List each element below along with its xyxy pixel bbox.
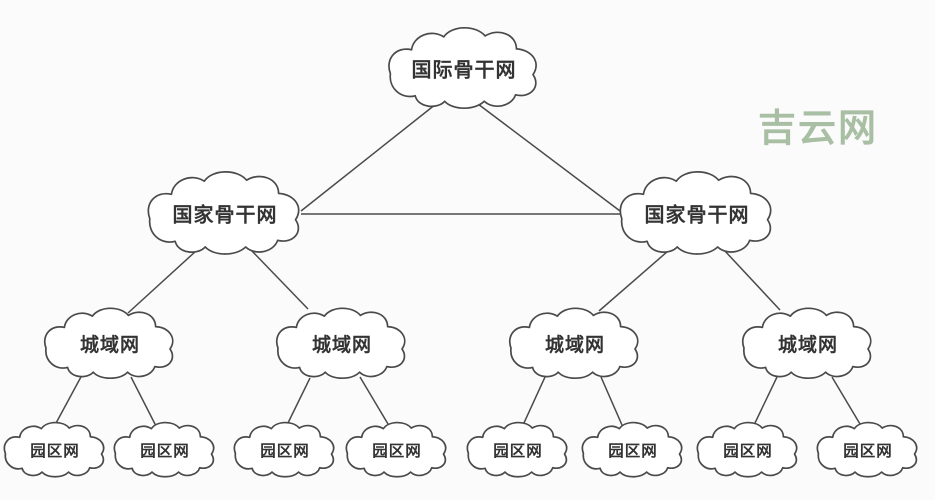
node-campus-network-8: 园区网 <box>816 422 918 478</box>
edge-metro-2-campus-4 <box>359 376 389 425</box>
edge-metro-1-campus-1 <box>54 374 83 426</box>
edge-metro-4-campus-7 <box>753 376 778 426</box>
node-label: 园区网 <box>493 442 543 460</box>
node-campus-network-7: 园区网 <box>696 422 798 478</box>
edge-metro-3-campus-6 <box>600 376 623 426</box>
node-label: 城域网 <box>312 333 372 356</box>
node-metro-network-4: 城域网 <box>742 307 872 379</box>
edge-national-right-metro-4 <box>723 249 781 311</box>
node-label: 城域网 <box>80 333 140 356</box>
node-label: 园区网 <box>140 442 190 460</box>
node-label: 城域网 <box>545 333 605 356</box>
edge-national-left-metro-1 <box>127 250 197 314</box>
node-label: 国家骨干网 <box>645 202 750 226</box>
watermark: 吉云网 <box>758 108 878 150</box>
edge-metro-3-campus-5 <box>522 376 546 426</box>
edge-international-national-right <box>477 103 621 212</box>
edge-national-right-metro-3 <box>598 250 669 312</box>
node-metro-network-2: 城域网 <box>276 307 406 379</box>
node-campus-network-3: 园区网 <box>233 422 335 478</box>
node-label: 园区网 <box>260 442 310 460</box>
edge-metro-2-campus-3 <box>286 377 311 426</box>
edge-international-national-left <box>300 103 437 212</box>
edge-metro-4-campus-8 <box>831 376 861 425</box>
node-label: 园区网 <box>608 442 658 460</box>
edge-national-left-metro-2 <box>250 249 309 310</box>
connection-lines <box>54 103 861 427</box>
node-label: 园区网 <box>30 442 80 460</box>
node-label: 园区网 <box>372 442 422 460</box>
node-campus-network-4: 园区网 <box>345 422 447 478</box>
node-label: 园区网 <box>723 442 773 460</box>
node-campus-network-5: 园区网 <box>466 422 568 478</box>
node-campus-network-6: 园区网 <box>581 422 683 478</box>
node-national-backbone-right: 国家骨干网 <box>619 171 772 255</box>
node-label: 城域网 <box>778 333 838 356</box>
node-national-backbone-left: 国家骨干网 <box>147 171 300 255</box>
node-metro-network-3: 城域网 <box>509 307 639 379</box>
node-label: 园区网 <box>843 442 893 460</box>
node-campus-network-2: 园区网 <box>113 422 215 478</box>
node-label: 国家骨干网 <box>173 202 278 226</box>
node-label: 国际骨干网 <box>412 58 517 81</box>
node-metro-network-1: 城域网 <box>44 307 174 379</box>
edge-metro-1-campus-2 <box>130 376 157 427</box>
node-campus-network-1: 园区网 <box>3 422 105 478</box>
node-international-backbone: 国际骨干网 <box>388 27 537 109</box>
